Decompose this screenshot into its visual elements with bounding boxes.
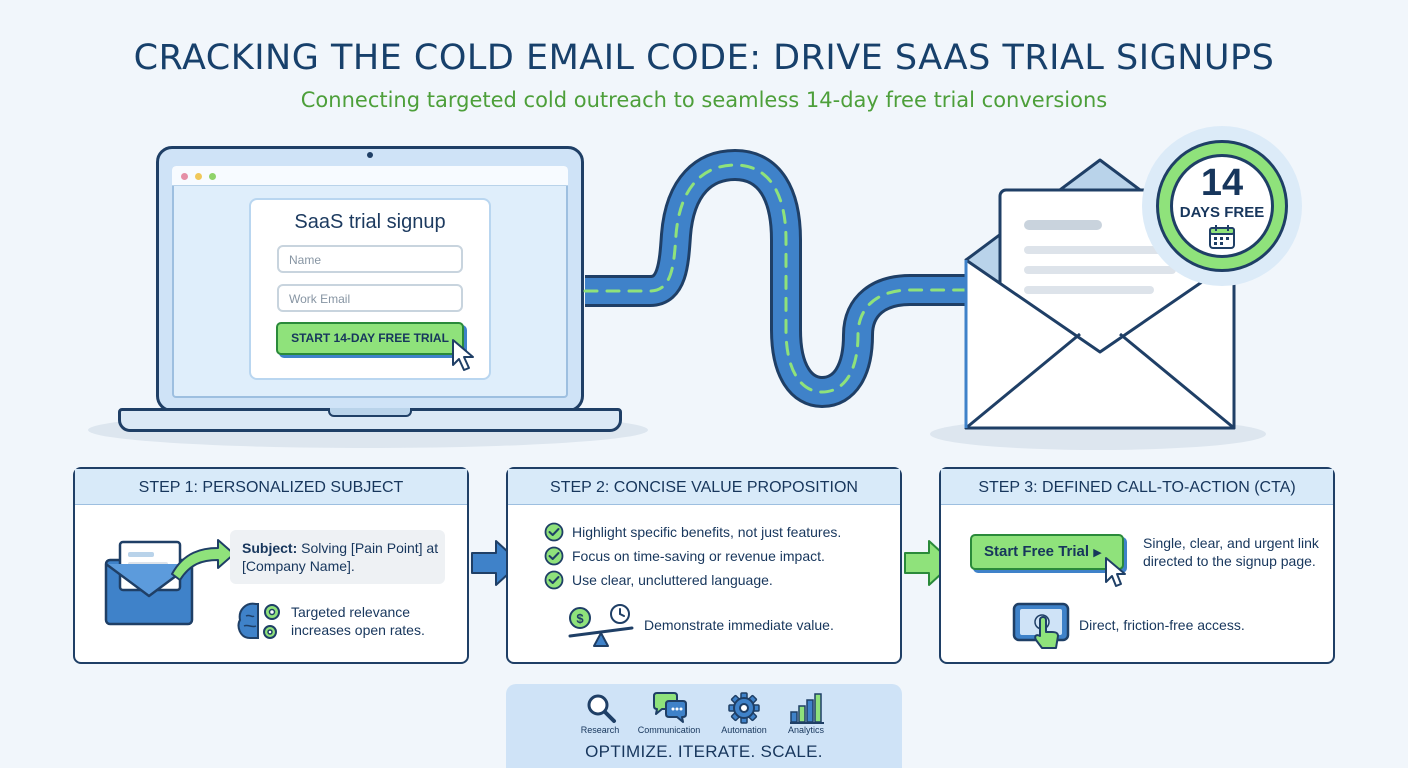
road-path — [583, 149, 970, 408]
balance-scale-icon: $ — [568, 604, 634, 647]
check-icon — [544, 570, 564, 590]
page-subtitle: Connecting targeted cold outreach to sea… — [300, 88, 1108, 112]
step-3-title: STEP 3: DEFINED CALL-TO-ACTION (CTA) — [941, 469, 1333, 505]
subject-line-box — [230, 530, 445, 584]
work-email-input[interactable]: Work Email — [277, 284, 463, 312]
slogan: OPTIMIZE. ITERATE. SCALE. — [585, 742, 823, 761]
cursor-icon — [452, 339, 474, 371]
chat-bubbles-icon — [653, 692, 687, 723]
subject-value: Solving [Pain Point] at [Company Name]. — [242, 540, 439, 574]
tool-label-communication: Communication — [637, 725, 701, 735]
value-point: Use clear, uncluttered language. — [572, 572, 773, 588]
badge-number: 14 — [1200, 162, 1244, 204]
step-1-title: STEP 1: PERSONALIZED SUBJECT — [75, 469, 467, 505]
cta-label: Start Free Trial — [984, 543, 1090, 560]
name-input[interactable]: Name — [277, 245, 463, 273]
check-icon — [544, 522, 564, 542]
window-maximize-dot — [209, 173, 216, 180]
start-free-trial-button[interactable]: START 14-DAY FREE TRIAL — [276, 322, 464, 355]
cta-description: Single, clear, and urgent link directed … — [1143, 535, 1319, 569]
value-point: Focus on time-saving or revenue impact. — [572, 548, 825, 564]
page-title: CRACKING THE COLD EMAIL CODE: DRIVE SAAS… — [133, 38, 1275, 78]
step-2-title: STEP 2: CONCISE VALUE PROPOSITION — [508, 469, 900, 505]
step-1-note: Targeted relevance increases open rates. — [291, 604, 425, 638]
tool-label-analytics: Analytics — [787, 725, 824, 735]
badge-label: DAYS FREE — [1179, 204, 1265, 221]
check-icon — [544, 546, 564, 566]
laptop-camera — [367, 152, 373, 158]
brain-gear-icon — [237, 602, 280, 639]
calendar-icon — [1209, 225, 1235, 249]
step-2-note: Demonstrate immediate value. — [644, 617, 834, 633]
tool-label-automation: Automation — [721, 725, 767, 735]
subject-line-text: Subject: Solving [Pain Point] at [Compan… — [242, 539, 442, 575]
tablet-tap-icon — [1012, 602, 1070, 649]
bar-chart-icon — [790, 693, 824, 724]
magnifier-icon — [587, 694, 616, 723]
subject-label: Subject: — [242, 540, 298, 556]
value-point: Highlight specific benefits, not just fe… — [572, 524, 842, 540]
start-free-trial-cta-button[interactable]: Start Free Trial ▶ — [970, 534, 1124, 570]
window-minimize-dot — [195, 173, 202, 180]
svg-text:$: $ — [576, 611, 584, 626]
tool-label-research: Research — [580, 725, 620, 735]
step-3-note: Direct, friction-free access. — [1079, 617, 1245, 633]
laptop-notch — [328, 408, 412, 417]
cursor-icon — [1105, 557, 1126, 587]
signup-form-title: SaaS trial signup — [294, 211, 446, 233]
window-close-dot — [181, 173, 188, 180]
browser-title-bar — [172, 166, 568, 186]
gear-icon — [728, 692, 760, 724]
play-triangle-icon: ▶ — [1093, 547, 1102, 559]
tools-panel — [506, 684, 902, 768]
email-send-icon — [104, 539, 235, 626]
